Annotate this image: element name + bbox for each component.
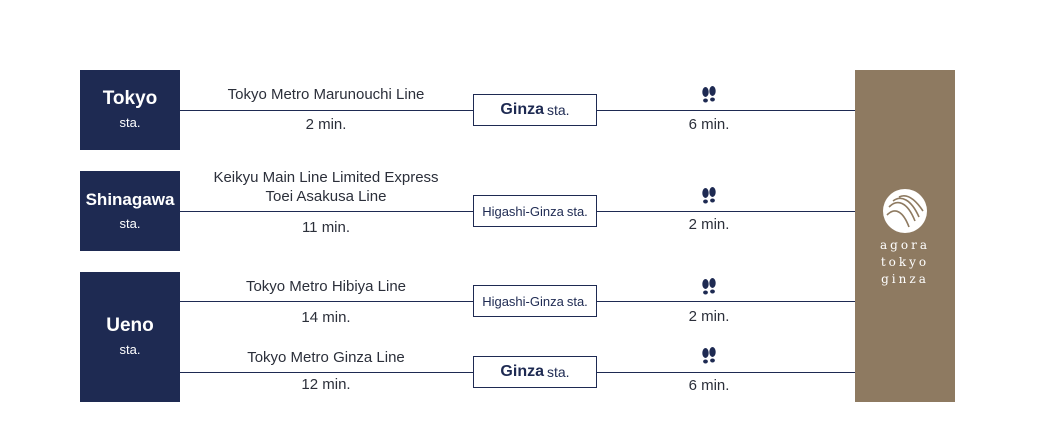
transfer-station-suffix: sta. <box>546 102 570 118</box>
transfer-station-suffix: sta. <box>546 364 570 380</box>
station-name: Tokyo <box>102 88 158 109</box>
hotel-brand-line: tokyo <box>880 254 930 269</box>
ride-time: 2 min. <box>305 116 347 133</box>
hotel-brand-line: agora <box>880 237 930 252</box>
transfer-station-name: Ginza <box>500 363 544 380</box>
train-line-label: Keikyu Main Line Limited Express <box>213 169 439 186</box>
hotel-brand-line: ginza <box>881 271 929 286</box>
transfer-station-suffix: sta. <box>566 203 588 219</box>
footprints-icon <box>702 187 716 204</box>
train-line-label: Toei Asakusa Line <box>265 188 387 205</box>
hotel-destination: agora tokyo ginza <box>855 70 955 402</box>
ride-time: 12 min. <box>301 376 351 393</box>
station-suffix: sta. <box>119 342 141 357</box>
transfer-station-name: Higashi-Ginza <box>482 203 564 219</box>
walk-time: 2 min. <box>688 308 730 325</box>
walk-time: 6 min. <box>688 377 730 394</box>
agora-logo-icon <box>883 188 927 233</box>
ride-time: 14 min. <box>301 309 351 326</box>
ride-time: 11 min. <box>301 219 351 236</box>
station-name: Ueno <box>106 315 154 336</box>
footprints-icon <box>702 86 716 103</box>
footprints-icon <box>702 347 716 364</box>
station-ueno: Ueno sta. <box>80 272 180 402</box>
walk-time: 2 min. <box>688 216 730 233</box>
station-shinagawa: Shinagawa sta. <box>80 171 180 251</box>
train-line-label: Tokyo Metro Hibiya Line <box>245 278 407 295</box>
transfer-station-suffix: sta. <box>566 293 588 309</box>
footprints-icon <box>702 278 716 295</box>
transfer-station-name: Higashi-Ginza <box>482 293 564 309</box>
station-suffix: sta. <box>119 216 141 231</box>
train-line-label: Tokyo Metro Ginza Line <box>247 349 405 366</box>
station-tokyo: Tokyo sta. <box>80 70 180 150</box>
station-suffix: sta. <box>119 115 141 130</box>
walk-time: 6 min. <box>688 116 730 133</box>
station-name: Shinagawa <box>85 190 175 209</box>
transfer-station-name: Ginza <box>500 101 544 118</box>
train-line-label: Tokyo Metro Marunouchi Line <box>227 86 425 103</box>
